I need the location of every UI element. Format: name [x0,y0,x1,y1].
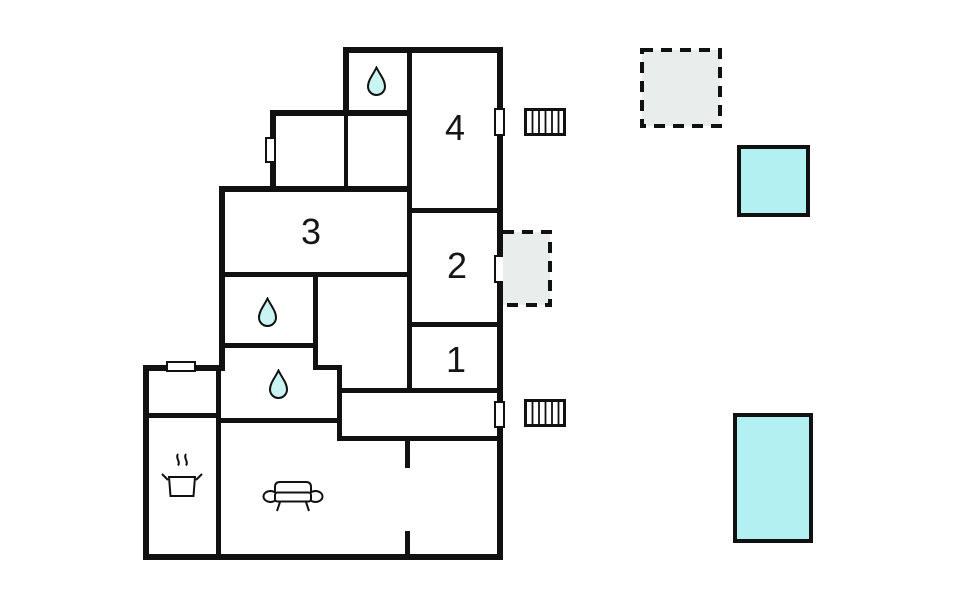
large-pool [733,413,813,543]
room-label-1: 1 [445,339,467,380]
wall-segment [143,554,503,560]
wall-segment [313,277,318,368]
wall-segment [219,186,412,192]
water-drop-icon [257,297,278,327]
wall-segment [343,47,349,116]
dashed-patio-square [640,48,722,128]
door-opening [494,108,505,136]
wall-segment [412,208,497,213]
sofa-icon [262,481,324,512]
wall-segment [149,413,216,418]
room-label-4: 4 [444,107,466,148]
stairs-icon [524,108,566,136]
room-label-3: 3 [300,211,322,252]
room-label-2: 2 [446,245,468,286]
wall-segment [219,418,342,423]
door-opening [166,361,196,372]
wall-segment [219,186,225,371]
door-opening [494,401,505,428]
wall-segment [343,47,503,53]
wall-segment [405,441,410,468]
wall-segment [337,436,503,441]
wall-segment [313,365,342,370]
wall-segment [412,322,497,327]
wall-segment [405,531,410,554]
wall-segment [337,365,342,441]
wall-segment [225,343,318,348]
stairs-icon [524,399,566,427]
wall-segment [497,47,503,560]
wall-segment [337,388,503,393]
wall-segment [344,116,348,191]
cooking-pot-icon [161,453,203,497]
wall-segment [270,110,412,116]
wall-segment [216,371,221,560]
dashed-patio-attached [503,230,552,307]
wall-segment [225,272,412,277]
water-drop-icon [268,369,289,399]
small-pool [737,145,810,217]
water-drop-icon [366,66,387,96]
door-opening [265,137,276,163]
wall-segment [407,53,412,391]
wall-segment [143,365,149,560]
